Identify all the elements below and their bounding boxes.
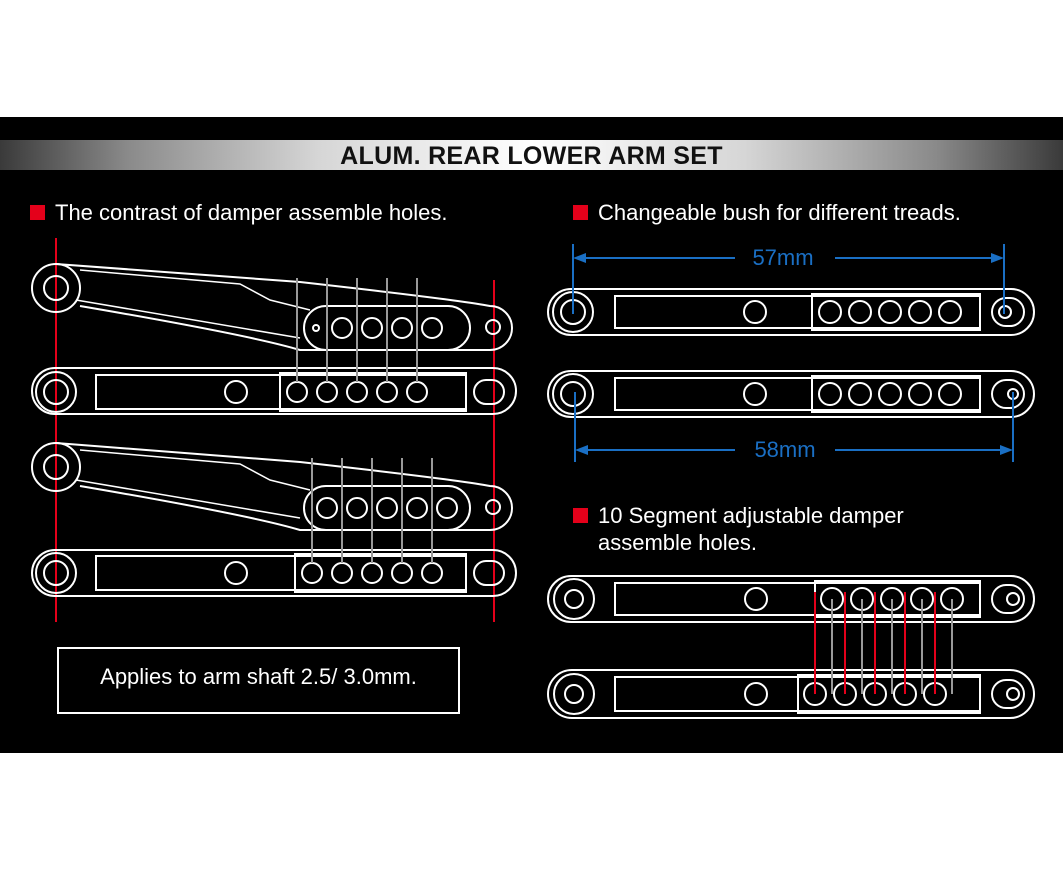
- bush-arm-lower: [547, 370, 1035, 418]
- dimension-58mm-label: 58mm: [754, 437, 815, 462]
- guide-lines-1: [296, 278, 418, 382]
- heading-bush: Changeable bush for different treads.: [598, 200, 961, 225]
- left-red-reference-lines: [55, 238, 495, 622]
- straight-arm-1: [31, 367, 517, 415]
- heading-segment-line1: 10 Segment adjustable damper: [598, 503, 904, 528]
- segment-guide-lines-red: [814, 592, 936, 694]
- bullet-bush: [573, 205, 588, 220]
- page-title: ALUM. REAR LOWER ARM SET: [340, 142, 723, 170]
- guide-lines-2: [311, 458, 433, 563]
- segment-arm-lower: [547, 669, 1035, 719]
- segment-guide-lines-gray: [831, 599, 953, 694]
- note-box: [57, 647, 460, 714]
- bullet-segment: [573, 508, 588, 523]
- straight-arm-2: [31, 549, 517, 597]
- title-bar: [0, 140, 1063, 170]
- angled-arm-1: [31, 263, 513, 351]
- dimension-57mm: [572, 244, 1005, 314]
- bullet-contrast: [30, 205, 45, 220]
- dimension-58mm: [574, 392, 1014, 462]
- segment-arm-upper: [547, 575, 1035, 623]
- bush-arm-upper: [547, 288, 1035, 336]
- dimension-57mm-label: 57mm: [752, 245, 813, 270]
- heading-segment-line2: assemble holes.: [598, 530, 757, 555]
- note-text: Applies to arm shaft 2.5/ 3.0mm.: [100, 664, 417, 689]
- heading-contrast: The contrast of damper assemble holes.: [55, 200, 448, 225]
- angled-arm-2: [31, 442, 513, 531]
